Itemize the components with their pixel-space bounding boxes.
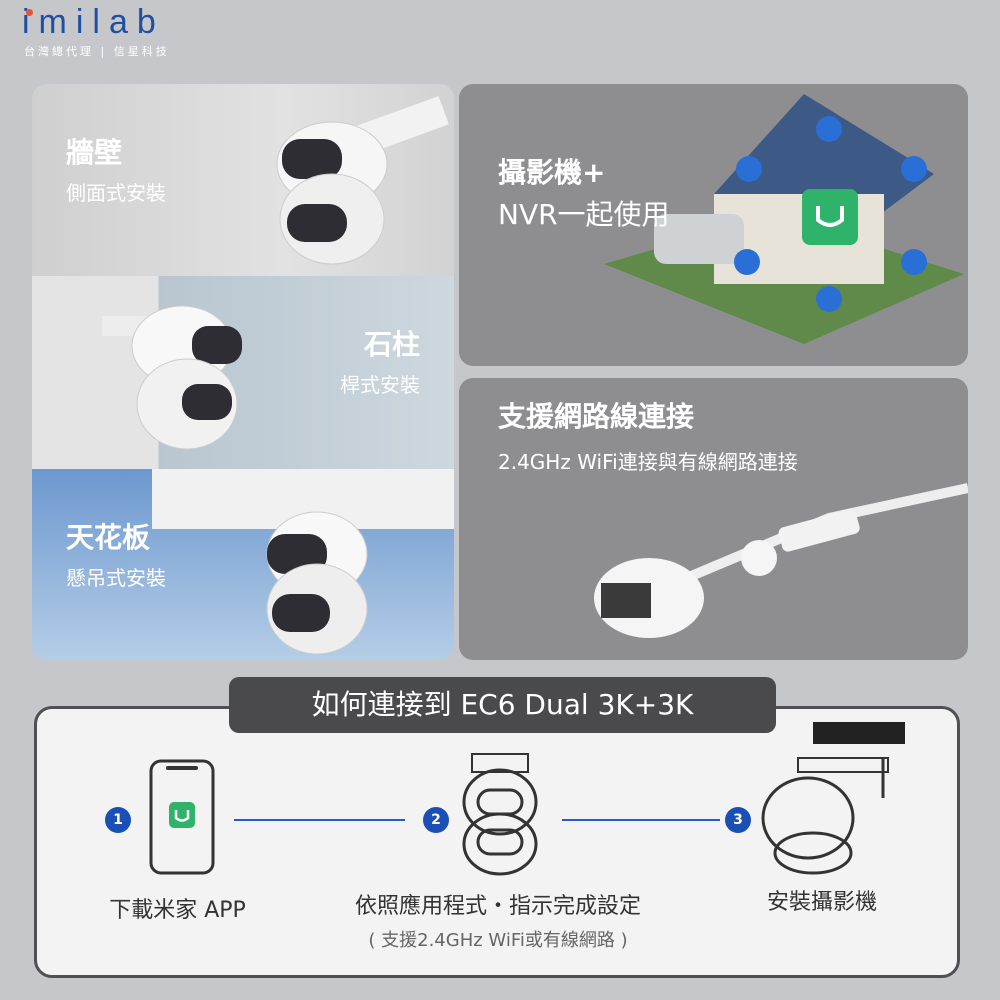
step-label: 下載米家 APP xyxy=(109,898,246,923)
ceiling-mount-panel: 天花板 懸吊式安裝 xyxy=(32,469,454,660)
step-number: 3 xyxy=(725,807,751,833)
ethernet-card: 支援網路線連接 2.4GHz WiFi連接與有線網路連接 xyxy=(459,378,968,660)
mount-title: 牆壁 xyxy=(66,136,123,169)
phone-icon xyxy=(149,759,215,875)
camera-icon xyxy=(462,753,538,876)
step-number: 1 xyxy=(105,807,131,833)
nvr-card: 攝影機+ NVR一起使用 xyxy=(459,84,968,366)
mount-options-card: 牆壁 側面式安裝 石柱 桿式安裝 天花板 懸吊式安裝 xyxy=(32,84,454,660)
nvr-title-line1: 攝影機+ xyxy=(498,156,606,189)
howto-panel xyxy=(34,706,960,978)
ethernet-desc: 2.4GHz WiFi連接與有線網路連接 xyxy=(498,450,798,474)
step-label: 安裝攝影機 xyxy=(766,890,877,915)
mount-desc: 桿式安裝 xyxy=(340,373,420,397)
camera-image xyxy=(276,96,449,265)
mount-title: 天花板 xyxy=(66,521,151,554)
smart-home-illustration xyxy=(604,94,964,344)
camera-image xyxy=(102,305,242,450)
pillar-mount-panel: 石柱 桿式安裝 xyxy=(32,276,454,469)
brand-subtitle: 台灣總代理 | 信星科技 xyxy=(24,45,170,58)
step-note: ( 支援2.4GHz WiFi或有線網路 ) xyxy=(368,930,628,951)
brand-logo: imilab xyxy=(22,3,165,41)
nvr-title-line2: NVR一起使用 xyxy=(498,198,670,231)
logo-dot xyxy=(26,9,33,16)
step-connector xyxy=(234,819,405,821)
step-label: 依照應用程式・指示完成設定 xyxy=(354,894,641,919)
step-connector xyxy=(562,819,720,821)
mount-desc: 懸吊式安裝 xyxy=(66,566,166,590)
ethernet-cable-illustration xyxy=(594,483,968,638)
wall-mount-panel: 牆壁 側面式安裝 xyxy=(32,84,454,276)
mount-desc: 側面式安裝 xyxy=(66,181,166,205)
mount-title: 石柱 xyxy=(363,328,420,361)
ethernet-title: 支援網路線連接 xyxy=(498,400,695,433)
step-number: 2 xyxy=(423,807,449,833)
camera-image xyxy=(266,511,368,655)
howto-title: 如何連接到 EC6 Dual 3K+3K xyxy=(229,677,776,733)
install-camera-icon xyxy=(761,722,905,875)
